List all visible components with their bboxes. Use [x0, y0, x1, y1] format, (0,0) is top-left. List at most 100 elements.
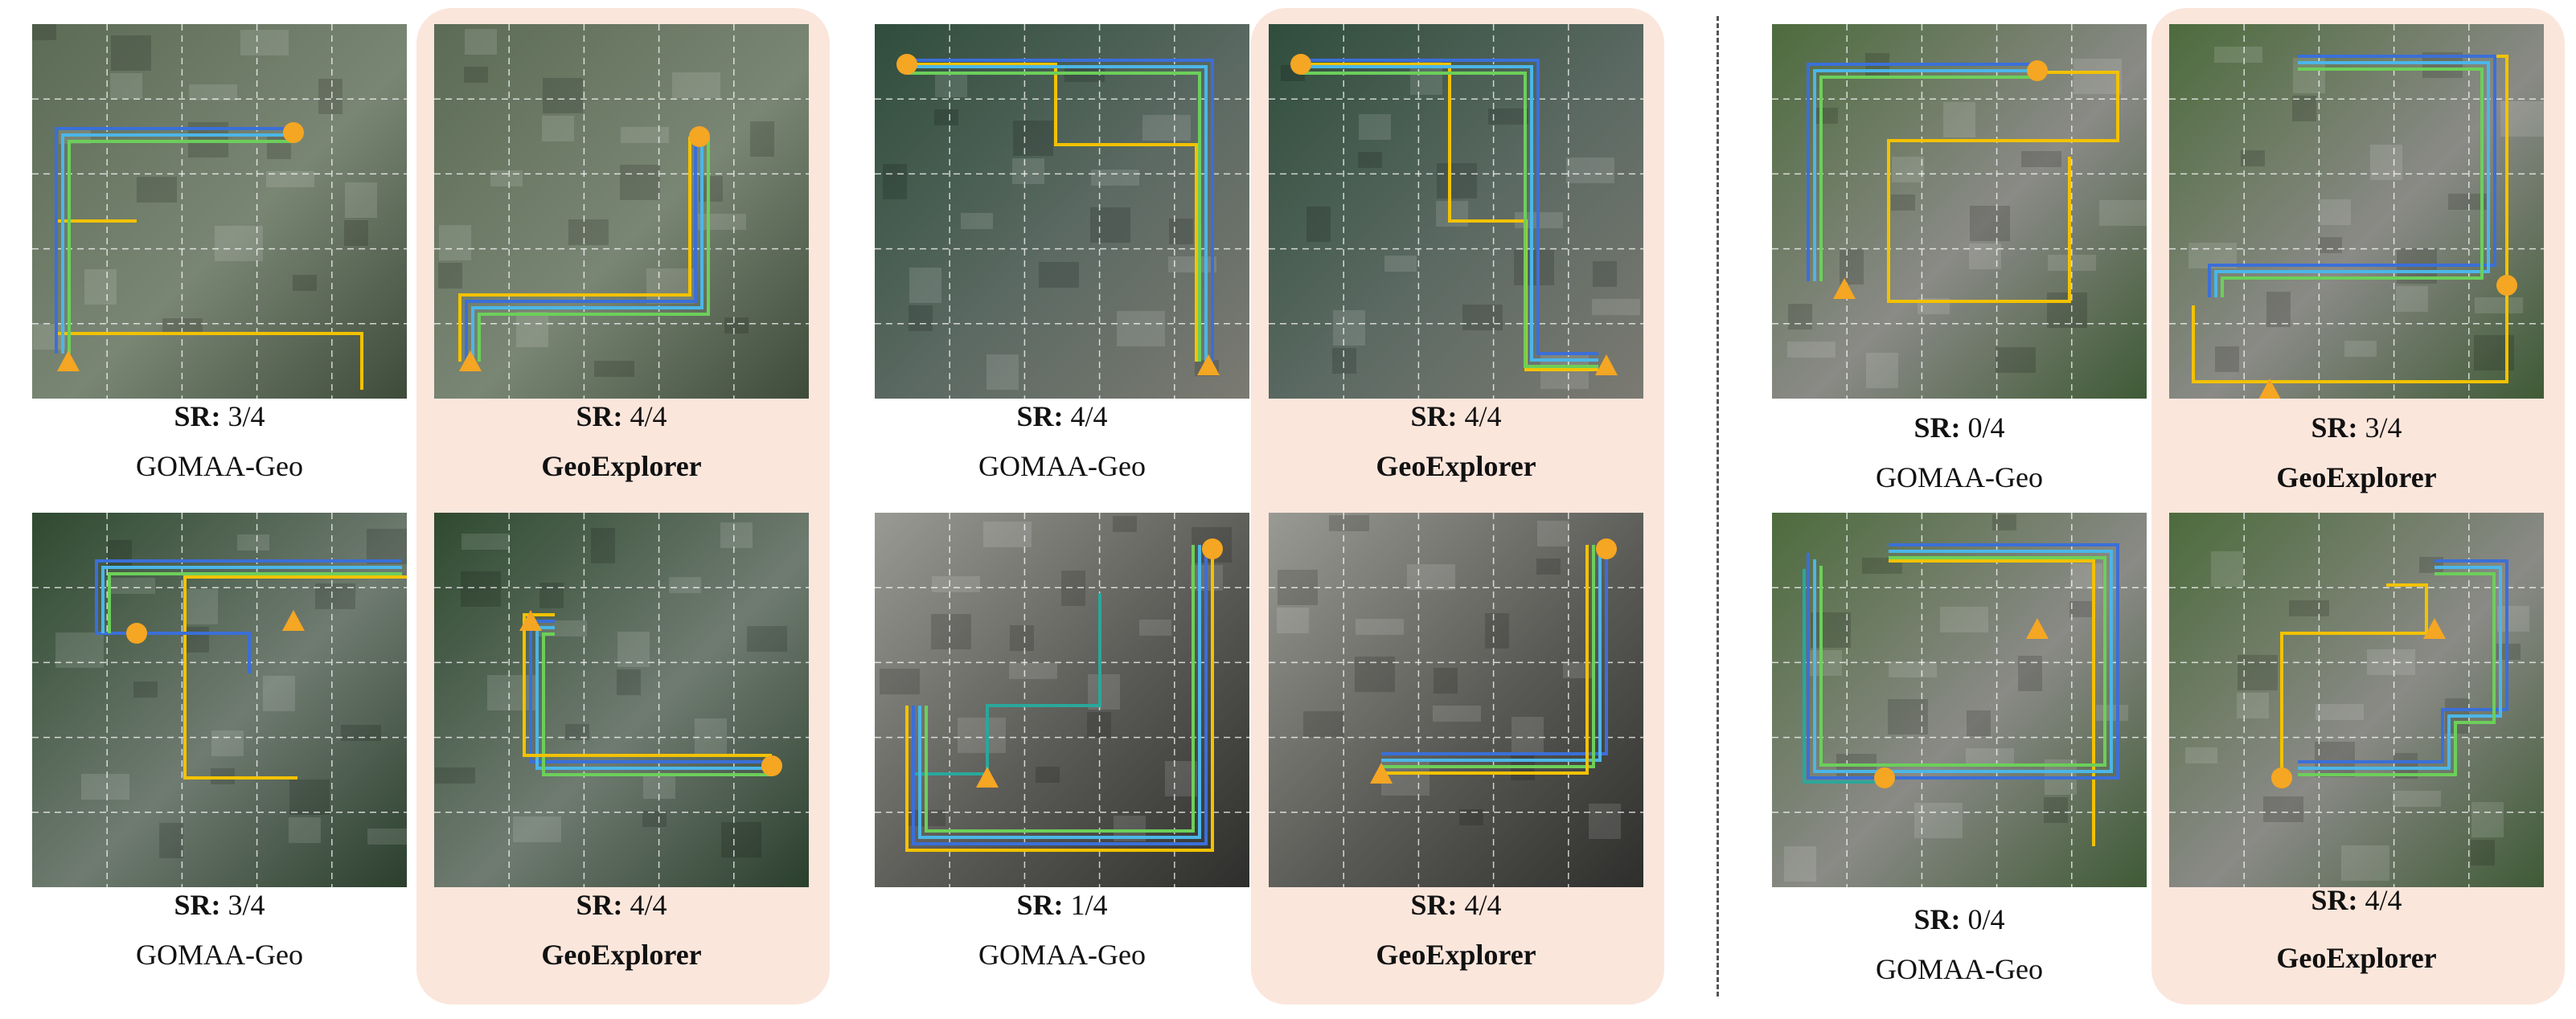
- sr-label: SR:: [2311, 411, 2358, 444]
- terrain-patch: [1358, 152, 1382, 168]
- route-path: [529, 620, 772, 763]
- terrain-patch: [107, 578, 155, 594]
- terrain-patch: [1537, 521, 1569, 546]
- sr-score: 4/4: [2365, 884, 2402, 916]
- map-panel-p9: [875, 513, 1249, 887]
- route-path: [55, 127, 293, 354]
- terrain-patch: [293, 275, 317, 291]
- terrain-patch: [1866, 353, 1898, 388]
- route-path: [1301, 63, 1598, 371]
- terrain-patch: [568, 219, 609, 245]
- start-marker: [1202, 538, 1223, 559]
- terrain-patch: [367, 829, 407, 845]
- method-label: GOMAA-Geo: [978, 939, 1146, 971]
- success-rate-caption: SR: 1/4: [875, 889, 1249, 921]
- terrain-patch: [1840, 249, 1864, 284]
- terrain-patch: [747, 626, 787, 652]
- route-path: [1813, 550, 2113, 773]
- terrain-patch: [211, 730, 244, 756]
- goal-marker: [1595, 354, 1618, 375]
- goal-marker: [1833, 278, 1856, 299]
- sr-label: SR:: [1410, 889, 1458, 921]
- terrain-patch: [1437, 163, 1477, 198]
- terrain-patch: [932, 576, 980, 592]
- terrain-patch: [2289, 600, 2329, 616]
- sr-score: 4/4: [1464, 400, 1502, 432]
- terrain-patch: [1407, 564, 1455, 590]
- route-path: [2298, 559, 2508, 763]
- terrain-patch: [1012, 158, 1044, 184]
- route-path: [68, 140, 293, 354]
- route-path: [1819, 76, 2037, 281]
- terrain-patch: [1436, 201, 1468, 227]
- terrain-patch: [1788, 304, 1812, 329]
- terrain-patch: [81, 774, 129, 800]
- start-marker: [1290, 54, 1311, 75]
- start-marker: [283, 122, 304, 143]
- map-panel-p3: [875, 24, 1249, 399]
- terrain-patch: [1488, 108, 1528, 125]
- terrain-patch: [2211, 551, 2243, 587]
- terrain-patch: [2215, 346, 2239, 372]
- start-marker: [761, 755, 782, 776]
- route-path: [2221, 68, 2484, 297]
- terrain-patch: [1536, 559, 1561, 575]
- start-marker: [2027, 60, 2048, 81]
- success-rate-caption: SR: 4/4: [434, 889, 809, 921]
- terrain-patch: [1039, 262, 1079, 288]
- method-label: GeoExplorer: [1376, 939, 1536, 971]
- success-rate-caption: SR: 3/4: [32, 889, 407, 921]
- map-panel-p12: [2169, 513, 2544, 887]
- terrain-patch: [2471, 802, 2504, 837]
- terrain-patch: [215, 226, 263, 261]
- terrain-patch: [159, 823, 183, 858]
- terrain-patch: [1889, 661, 1937, 677]
- route-path: [1819, 556, 2106, 767]
- route-path: [523, 613, 772, 757]
- route-path: [183, 575, 407, 780]
- terrain-patch: [617, 632, 650, 667]
- route-path: [1301, 65, 1598, 362]
- terrain-patch: [186, 589, 218, 624]
- map-panel-p1: [32, 24, 407, 399]
- terrain-patch: [2344, 341, 2377, 357]
- terrain-patch: [465, 29, 497, 55]
- method-label: GeoExplorer: [2276, 461, 2437, 493]
- aerial-map-p12: [2169, 513, 2544, 887]
- route-path: [458, 137, 691, 362]
- map-background: [1772, 24, 2147, 399]
- method-label: GOMAA-Geo: [978, 450, 1146, 482]
- sr-label: SR:: [1410, 400, 1458, 432]
- map-panel-p7: [32, 513, 407, 887]
- aerial-map-p5: [1772, 24, 2147, 399]
- sr-score: 4/4: [1070, 400, 1108, 432]
- sr-label: SR:: [576, 400, 623, 432]
- aerial-map-p11: [1772, 513, 2147, 887]
- success-rate-caption: SR: 4/4: [1269, 889, 1643, 921]
- map-background: [875, 24, 1249, 399]
- sr-score: 0/4: [1967, 903, 2005, 935]
- terrain-patch: [2318, 237, 2342, 253]
- route-path: [535, 626, 772, 770]
- route-path: [925, 545, 1195, 833]
- terrain-patch: [565, 724, 589, 740]
- route-path: [101, 566, 402, 633]
- terrain-patch: [2069, 601, 2094, 617]
- route-path: [1813, 69, 2037, 281]
- terrain-patch: [2292, 96, 2316, 121]
- terrain-patch: [983, 522, 1032, 547]
- terrain-patch: [435, 767, 475, 784]
- terrain-patch: [669, 577, 701, 593]
- terrain-patch: [1940, 607, 1988, 632]
- terrain-patch: [110, 73, 142, 99]
- terrain-patch: [1356, 619, 1404, 635]
- method-label: GOMAA-Geo: [136, 450, 303, 482]
- terrain-patch: [461, 534, 510, 550]
- terrain-patch: [617, 669, 641, 695]
- terrain-patch: [1593, 261, 1617, 287]
- section-divider: [1717, 16, 1719, 996]
- terrain-patch: [695, 718, 727, 754]
- aerial-map-p2: [434, 24, 809, 399]
- start-marker: [2496, 275, 2517, 296]
- terrain-patch: [1970, 206, 2010, 241]
